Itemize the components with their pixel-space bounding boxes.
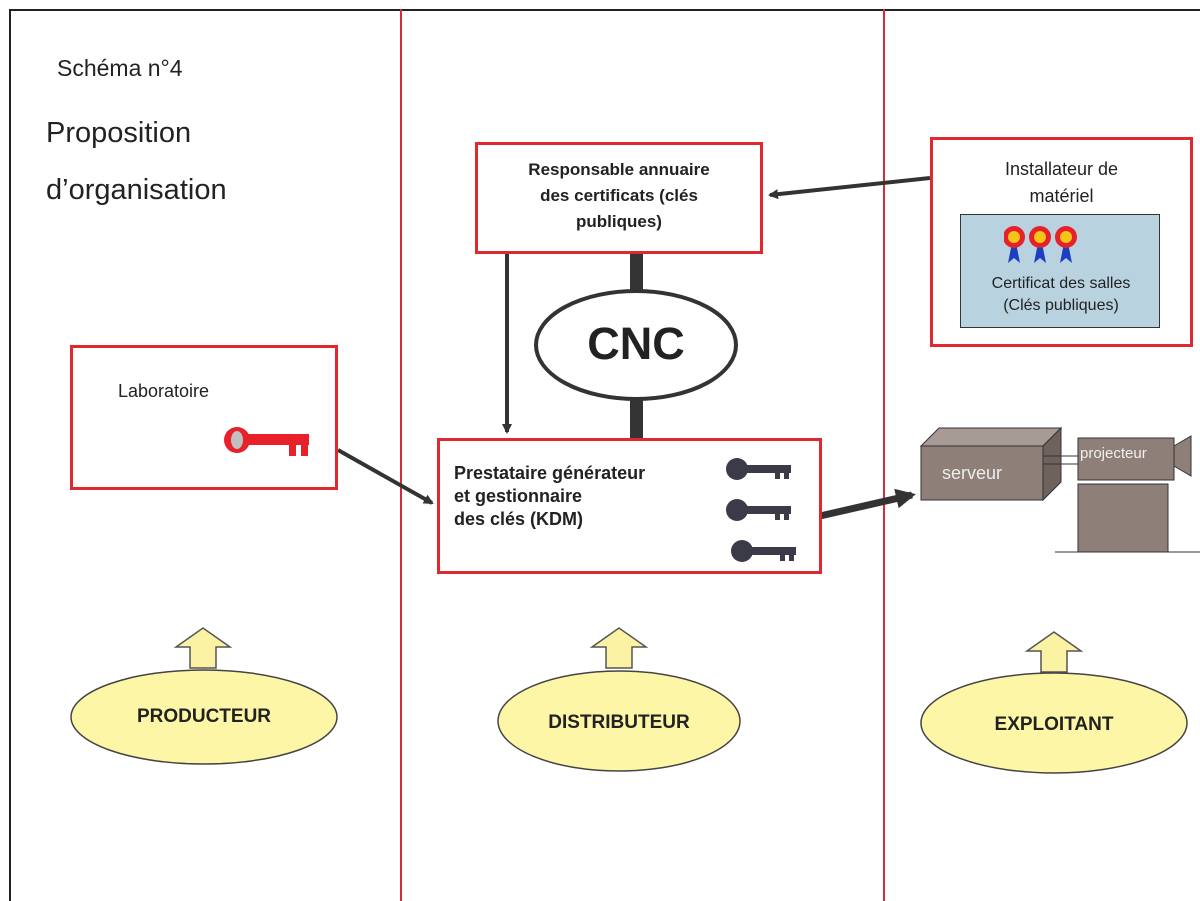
serveur-label: serveur bbox=[942, 463, 1003, 483]
installateur-label-line-1: Installateur de bbox=[1004, 159, 1119, 179]
ellipse-distributeur bbox=[497, 670, 741, 772]
diagram-frame bbox=[9, 9, 1200, 901]
cnc-ellipse bbox=[534, 289, 738, 401]
arrow-prestataire-to-serveur bbox=[819, 488, 916, 520]
diagram-title: Schéma n°4 bbox=[57, 55, 183, 81]
producteur-label: PRODUCTEUR bbox=[136, 706, 272, 727]
equipment-icon bbox=[919, 426, 1200, 553]
exploitant-label: EXPLOITANT bbox=[994, 714, 1114, 735]
distributeur-label: DISTRIBUTEUR bbox=[548, 712, 690, 733]
prestataire-box: Prestataire générateur et gestionnaire d… bbox=[437, 438, 822, 574]
ellipse-producteur bbox=[70, 669, 338, 765]
prestataire-label-line-1: Prestataire générateur bbox=[454, 463, 646, 483]
cnc-link-top bbox=[630, 253, 643, 293]
subtitle-line-1: Proposition bbox=[46, 117, 192, 149]
arrow-laboratoire-to-prestataire bbox=[337, 448, 434, 505]
dark-key-icon-2 bbox=[726, 499, 791, 521]
up-arrow-producteur bbox=[173, 627, 233, 669]
up-arrow-distributeur bbox=[589, 627, 649, 669]
up-arrow-exploitant bbox=[1024, 631, 1084, 673]
certificat-label-line-2: (Clés publiques) bbox=[1003, 297, 1119, 314]
installateur-label-line-2: matériel bbox=[1029, 186, 1094, 206]
red-key-icon bbox=[224, 427, 309, 456]
column-divider-left bbox=[400, 9, 402, 901]
certificate-seals-icon bbox=[1004, 226, 1077, 263]
prestataire-label-line-2: et gestionnaire bbox=[454, 486, 583, 506]
cnc-label: CNC bbox=[587, 318, 685, 369]
cnc-link-bottom bbox=[630, 398, 643, 440]
annuaire-label-line-1: Responsable annuaire bbox=[528, 160, 710, 179]
annuaire-box: Responsable annuaire des certificats (cl… bbox=[475, 142, 763, 254]
ellipse-exploitant bbox=[920, 672, 1188, 774]
prestataire-label-line-3: des clés (KDM) bbox=[454, 509, 584, 529]
subtitle-line-2: d’organisation bbox=[46, 174, 227, 206]
dark-key-icon-1 bbox=[726, 458, 791, 480]
laboratoire-box: Laboratoire bbox=[70, 345, 338, 490]
arrow-installateur-to-annuaire bbox=[768, 176, 931, 200]
certificat-label-line-1: Certificat des salles bbox=[991, 275, 1131, 292]
dark-key-icon-3 bbox=[731, 540, 796, 562]
certificat-panel: Certificat des salles (Clés publiques) bbox=[960, 214, 1160, 328]
annuaire-label-line-2: des certificats (clés bbox=[540, 186, 698, 205]
laboratoire-label: Laboratoire bbox=[118, 381, 210, 401]
projecteur-label: projecteur bbox=[1080, 445, 1147, 462]
column-divider-right bbox=[883, 9, 885, 901]
annuaire-label-line-3: publiques) bbox=[576, 212, 662, 231]
